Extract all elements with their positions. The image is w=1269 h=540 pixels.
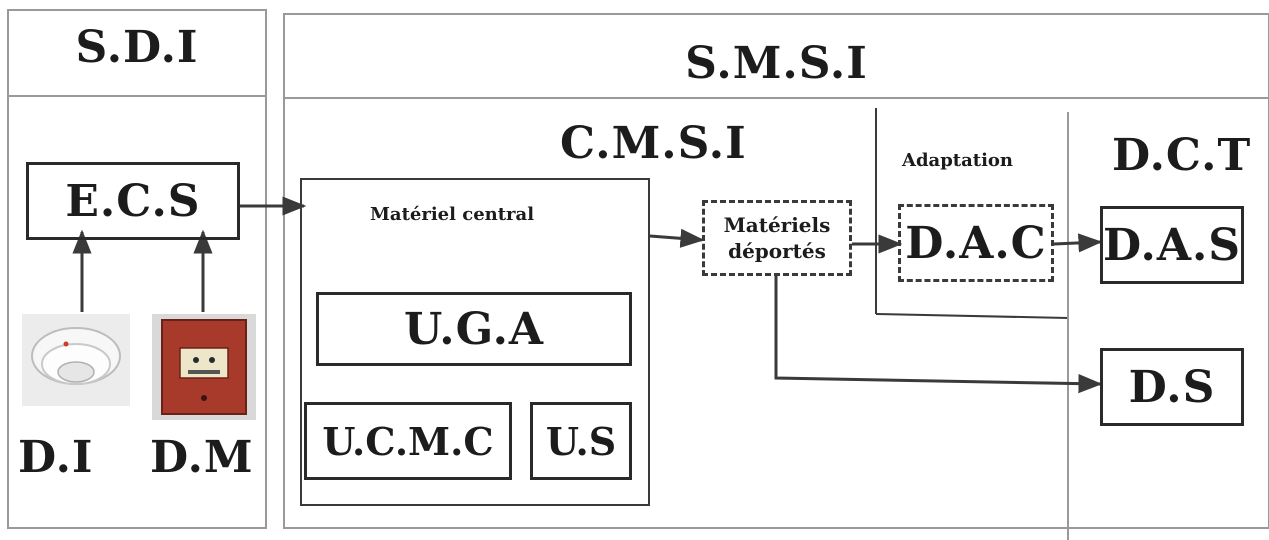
ucmc-box: U.C.M.C <box>304 402 512 480</box>
remote-equipment-box: Matériels déportés <box>702 200 852 276</box>
ds-box: D.S <box>1100 348 1244 426</box>
sdi-title: S.D.I <box>75 22 199 73</box>
manual-call-point-icon <box>152 314 256 420</box>
das-box: D.A.S <box>1100 206 1244 284</box>
central-equipment-label: Matériel central <box>370 204 535 225</box>
central-equipment-box <box>300 178 650 506</box>
smsi-panel <box>283 13 1269 529</box>
arrow-central-to-deportes <box>649 228 705 248</box>
adaptation-bottom-line <box>875 313 1069 319</box>
dct-title: D.C.T <box>1112 130 1252 181</box>
remote-equipment-line-1: Matériels <box>723 213 831 237</box>
adaptation-title: Adaptation <box>902 150 1014 171</box>
dac-box: D.A.C <box>898 204 1054 282</box>
di-label: D.I <box>18 432 94 483</box>
uga-box: U.G.A <box>316 292 632 366</box>
ecs-box: E.C.S <box>26 162 240 240</box>
dm-label: D.M <box>150 432 254 483</box>
remote-equipment-line-2: déportés <box>728 239 826 263</box>
cmsi-title: C.M.S.I <box>560 118 747 169</box>
arrow-deportes-to-ds <box>774 276 1103 394</box>
smoke-detector-icon <box>22 314 130 406</box>
smsi-title: S.M.S.I <box>685 38 868 89</box>
arrow-dac-to-das <box>1053 233 1103 253</box>
sdi-panel <box>7 9 267 529</box>
us-box: U.S <box>530 402 632 480</box>
